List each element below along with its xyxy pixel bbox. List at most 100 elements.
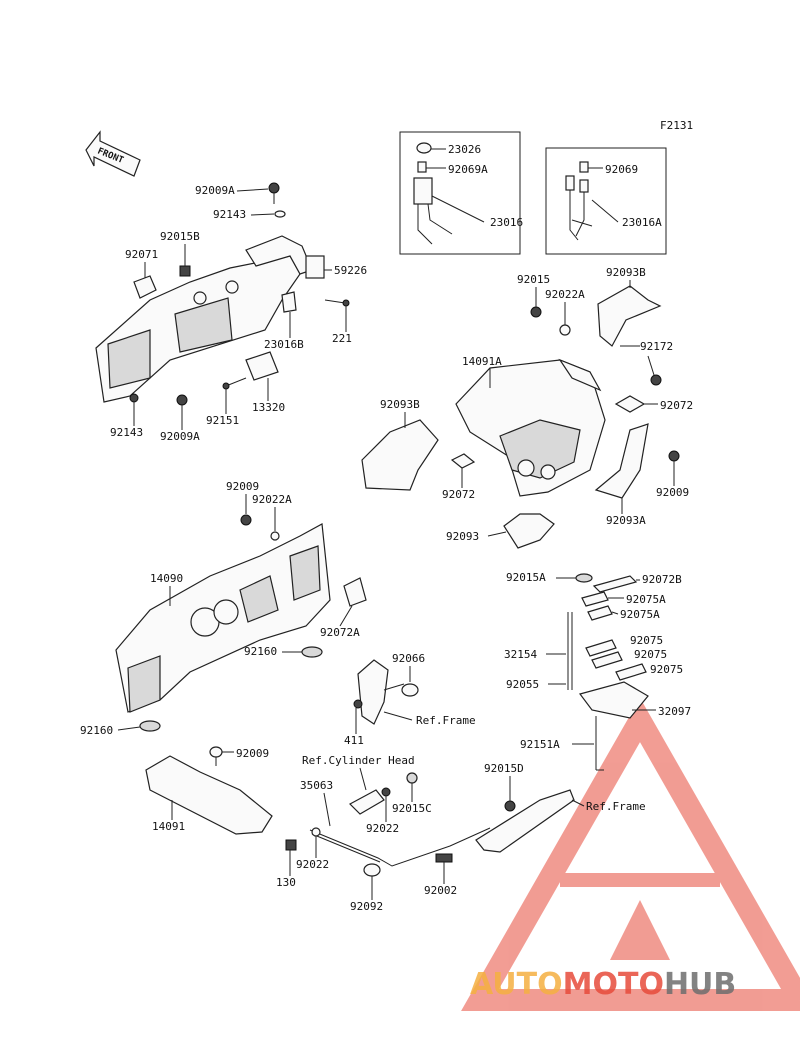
washer-icon xyxy=(381,787,391,797)
part-label: 92015C xyxy=(392,802,432,815)
part-label: 92009A xyxy=(195,184,235,197)
part-label: 92009A xyxy=(160,430,200,443)
part-label: 221 xyxy=(332,332,352,345)
nut-icon xyxy=(353,699,363,709)
part-label: 92055 xyxy=(506,678,539,691)
watermark-auto: AUTO xyxy=(470,967,563,1002)
socket-icon xyxy=(579,179,589,193)
bulb-icon xyxy=(579,161,589,173)
part-label: 92151 xyxy=(206,414,239,427)
part-label: 92022 xyxy=(366,822,399,835)
part-label: 92092 xyxy=(350,900,383,913)
washer-icon xyxy=(311,827,321,837)
control-rod xyxy=(309,827,491,867)
assembly-box-23016A xyxy=(545,147,667,255)
grommet-icon xyxy=(139,720,161,732)
bolt-icon xyxy=(240,514,252,526)
part-label: 23016 xyxy=(490,216,523,229)
watermark-moto: MOTO xyxy=(563,967,664,1002)
bushing-icon xyxy=(363,863,381,877)
washer-icon xyxy=(274,210,286,218)
meter-panel-14090 xyxy=(115,523,367,713)
bracket-icon xyxy=(357,659,389,725)
part-label: 23016B xyxy=(264,338,304,351)
lower-cover-14091 xyxy=(145,755,273,835)
part-label: 32097 xyxy=(658,705,691,718)
part-label: 92015D xyxy=(484,762,524,775)
part-label: 92160 xyxy=(244,645,277,658)
switch-icon xyxy=(281,291,297,313)
part-label: 92075A xyxy=(620,608,660,621)
washer-icon xyxy=(559,324,571,336)
screw-icon xyxy=(342,299,350,307)
grommet-icon xyxy=(401,683,419,697)
ref-label: Ref.Cylinder Head xyxy=(302,754,415,767)
part-label: 92002 xyxy=(424,884,457,897)
bolt-icon xyxy=(268,182,280,194)
part-label: 92143 xyxy=(213,208,246,221)
nut-icon xyxy=(406,772,418,784)
bracket-92093B-right xyxy=(597,285,662,347)
watermark-text: AUTOMOTOHUB xyxy=(470,967,736,1002)
watermark: AUTOMOTOHUB xyxy=(461,697,800,1011)
lower-cover-14091A xyxy=(455,358,606,497)
part-label: 92160 xyxy=(80,724,113,737)
nut-icon xyxy=(530,306,542,318)
watermark-hub: HUB xyxy=(664,967,736,1002)
part-label: 92172 xyxy=(640,340,673,353)
part-label: 92093 xyxy=(446,530,479,543)
pad-icon xyxy=(585,639,617,657)
rivet-icon xyxy=(209,746,223,758)
part-label: 130 xyxy=(276,876,296,889)
part-label: 411 xyxy=(344,734,364,747)
part-label: 92071 xyxy=(125,248,158,261)
part-label: 92022A xyxy=(252,493,292,506)
washer-icon xyxy=(270,531,280,541)
part-label: 92022A xyxy=(545,288,585,301)
bracket-92093B-left xyxy=(361,419,439,491)
clip-icon xyxy=(581,591,609,607)
part-label: 92009 xyxy=(656,486,689,499)
bolt-icon xyxy=(435,853,453,863)
part-label: 13320 xyxy=(252,401,285,414)
pad-icon xyxy=(615,663,647,681)
bracket-92093A xyxy=(594,423,649,499)
part-label: 92075 xyxy=(634,648,667,661)
part-label: 92015B xyxy=(160,230,200,243)
watermark-logo-triangle xyxy=(461,697,800,1011)
front-arrow: FRONT xyxy=(85,130,141,177)
bolt-icon xyxy=(650,374,662,386)
clamp-icon xyxy=(614,395,646,413)
part-label: 92009 xyxy=(226,480,259,493)
pad-icon xyxy=(591,651,623,669)
part-label: 92069A xyxy=(448,163,488,176)
part-label: 92072 xyxy=(442,488,475,501)
part-label: 92072 xyxy=(660,399,693,412)
nut-icon xyxy=(504,800,516,812)
part-label: 92022 xyxy=(296,858,329,871)
nut-icon xyxy=(575,573,593,583)
part-label: 92093B xyxy=(606,266,646,279)
part-label: 92143 xyxy=(110,426,143,439)
socket-icon xyxy=(413,177,433,205)
part-label: 92015 xyxy=(517,273,550,286)
part-label: 92072A xyxy=(320,626,360,639)
assembly-box-23016 xyxy=(399,131,521,255)
bracket-92093 xyxy=(503,513,555,549)
bracket-35063 xyxy=(349,789,385,815)
ref-label: Ref.Frame xyxy=(586,800,646,813)
part-label: 92151A xyxy=(520,738,560,751)
part-label: 14090 xyxy=(150,572,183,585)
part-label: 14091 xyxy=(152,820,185,833)
bolt-icon xyxy=(285,839,297,851)
band-icon xyxy=(592,575,638,593)
bulb-icon xyxy=(417,161,427,173)
part-label: 92075 xyxy=(630,634,663,647)
bulb-cap-icon xyxy=(416,142,432,154)
part-label: 92069 xyxy=(605,163,638,176)
bolt-icon xyxy=(176,394,188,406)
indicator-icon xyxy=(245,351,279,381)
part-label: 92093A xyxy=(606,514,646,527)
part-label: 92072B xyxy=(642,573,682,586)
